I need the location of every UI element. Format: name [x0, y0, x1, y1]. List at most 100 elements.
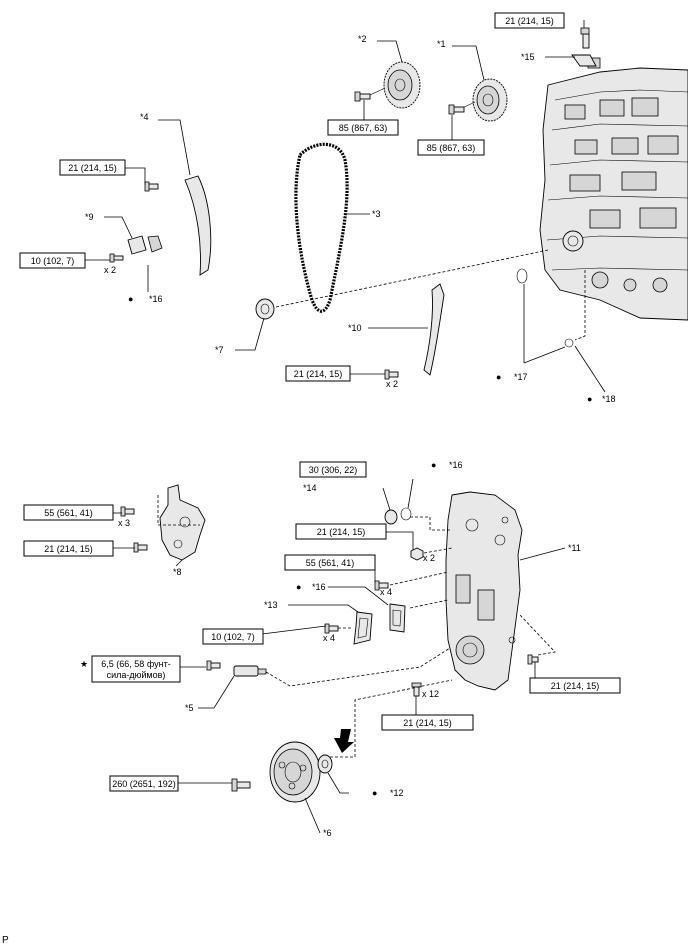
timing-chain-cover-11 — [445, 491, 523, 691]
crankshaft-pulley-6 — [269, 741, 321, 803]
assembly-dashed-lines — [275, 249, 586, 341]
camshaft-sprocket-2 — [369, 61, 421, 109]
svg-text:21 (214, 15): 21 (214, 15) — [44, 544, 93, 554]
callout-12: *12 — [390, 788, 404, 798]
gasket-13 — [353, 603, 406, 645]
timing-chain-3 — [294, 142, 349, 313]
svg-text:260 (2651, 192): 260 (2651, 192) — [112, 779, 176, 789]
torque-spec-box: 55 (561, 41) — [23, 504, 114, 521]
quantity-label: x 2 — [423, 553, 435, 563]
callout-14: *14 — [303, 483, 317, 493]
svg-text:55 (561, 41): 55 (561, 41) — [44, 508, 93, 518]
svg-text:30 (306, 22): 30 (306, 22) — [309, 465, 358, 475]
torque-spec-box: 6,5 (66, 58 фунт- сила-дюймов) — [91, 655, 181, 683]
cover-bolt — [527, 654, 539, 665]
quantity-label: x 2 — [104, 265, 116, 275]
svg-text:21 (214, 15): 21 (214, 15) — [68, 163, 117, 173]
part-callout-labels: *1 *2 *3 *4 *5 *6 *7 *8 *9 *10 *11 *12 *… — [85, 34, 616, 838]
svg-text:21 (214, 15): 21 (214, 15) — [403, 718, 452, 728]
callout-16: *16 — [449, 460, 463, 470]
camshaft-sprocket-1 — [457, 78, 508, 122]
engine-block-illustration — [539, 57, 688, 321]
torque-spec-box: 21 (214, 15) — [59, 159, 126, 176]
svg-text:21 (214, 15): 21 (214, 15) — [505, 16, 554, 26]
bullet-icon: ● — [587, 394, 592, 404]
o-ring-17 — [516, 268, 574, 348]
torque-spec-box: 260 (2651, 192) — [109, 775, 179, 792]
torque-spec-box: 85 (867, 63) — [327, 119, 399, 136]
callout-3: *3 — [372, 209, 381, 219]
plug-14 — [384, 507, 412, 525]
svg-text:85 (867, 63): 85 (867, 63) — [339, 123, 388, 133]
svg-text:21 (214, 15): 21 (214, 15) — [551, 681, 600, 691]
quantity-label: x 3 — [118, 518, 130, 528]
callout-16: *16 — [312, 582, 326, 592]
torque-spec-box: 30 (306, 22) — [299, 461, 367, 478]
bullet-icon: ● — [296, 582, 301, 592]
callout-7: *7 — [215, 345, 224, 355]
svg-text:6,5 (66, 58 фунт-: 6,5 (66, 58 фунт- — [101, 659, 170, 669]
star-icon: ★ — [80, 659, 88, 669]
chain-tensioner-9 — [109, 235, 163, 263]
page-footer-code: P — [2, 935, 9, 946]
gasket-bolt — [324, 623, 339, 634]
quantity-label: x 4 — [380, 587, 392, 597]
quantity-label: x 2 — [386, 379, 398, 389]
callout-8: *8 — [173, 567, 182, 577]
sprocket-bolt — [354, 91, 371, 102]
callout-18: *18 — [602, 394, 616, 404]
callout-13: *13 — [264, 600, 278, 610]
torque-spec-box: 21 (214, 15) — [494, 12, 565, 29]
svg-text:21 (214, 15): 21 (214, 15) — [317, 527, 366, 537]
callout-6: *6 — [323, 828, 332, 838]
svg-text:21 (214, 15): 21 (214, 15) — [294, 369, 343, 379]
callout-16: *16 — [149, 294, 163, 304]
quantity-label: x 4 — [323, 633, 335, 643]
torque-spec-box: 21 (214, 15) — [285, 365, 351, 382]
callout-4: *4 — [140, 112, 149, 122]
pulley-bolt — [231, 778, 251, 792]
svg-text:сила-дюймов): сила-дюймов) — [107, 670, 166, 680]
callout-2: *2 — [358, 34, 367, 44]
svg-text:85 (867, 63): 85 (867, 63) — [427, 143, 476, 153]
bracket-bolt-15 — [571, 27, 597, 67]
callout-17: *17 — [514, 372, 528, 382]
bullet-icon: ● — [496, 372, 501, 382]
sprocket-bolt — [448, 104, 465, 115]
callout-15: *15 — [521, 52, 535, 62]
bullet-icon: ● — [431, 460, 436, 470]
torque-spec-box: 21 (214, 15) — [295, 523, 387, 540]
oil-seal-12 — [317, 754, 333, 774]
chain-slipper-10 — [384, 283, 445, 380]
assembly-dashed-lines — [157, 495, 556, 758]
svg-text:55 (561, 41): 55 (561, 41) — [306, 558, 355, 568]
bracket-bolt — [120, 506, 135, 517]
cover-bolt — [411, 682, 422, 697]
chain-guide-4 — [184, 175, 212, 276]
torque-spec-box: 55 (561, 41) — [284, 554, 376, 571]
svg-text:10 (102, 7): 10 (102, 7) — [211, 632, 255, 642]
arrow-indicator-icon — [334, 729, 354, 753]
non-reusable-part-markers: ● ● ● ● ● ● ★ — [80, 294, 592, 798]
leader-lines — [85, 20, 606, 834]
torque-spec-box: 85 (867, 63) — [417, 139, 485, 156]
cover-nut — [410, 547, 424, 561]
bullet-icon: ● — [128, 294, 133, 304]
quantity-label: x 12 — [422, 689, 439, 699]
torque-spec-box: 21 (214, 15) — [23, 540, 114, 557]
torque-spec-box: 21 (214, 15) — [529, 677, 621, 694]
bracket-bolt — [133, 542, 148, 553]
svg-text:10 (102, 7): 10 (102, 7) — [31, 256, 75, 266]
torque-spec-box: 10 (102, 7) — [202, 628, 264, 645]
cover-bolt — [374, 580, 389, 591]
guide-bolt — [144, 181, 159, 192]
callout-11: *11 — [568, 543, 581, 553]
torque-spec-box: 21 (214, 15) — [381, 714, 474, 731]
callout-5: *5 — [185, 703, 194, 713]
bullet-icon: ● — [372, 788, 377, 798]
callout-9: *9 — [85, 212, 94, 222]
crankshaft-position-sensor-5 — [206, 660, 267, 677]
engine-mount-bracket-8 — [159, 484, 206, 561]
crankshaft-sprocket-7 — [255, 298, 275, 320]
